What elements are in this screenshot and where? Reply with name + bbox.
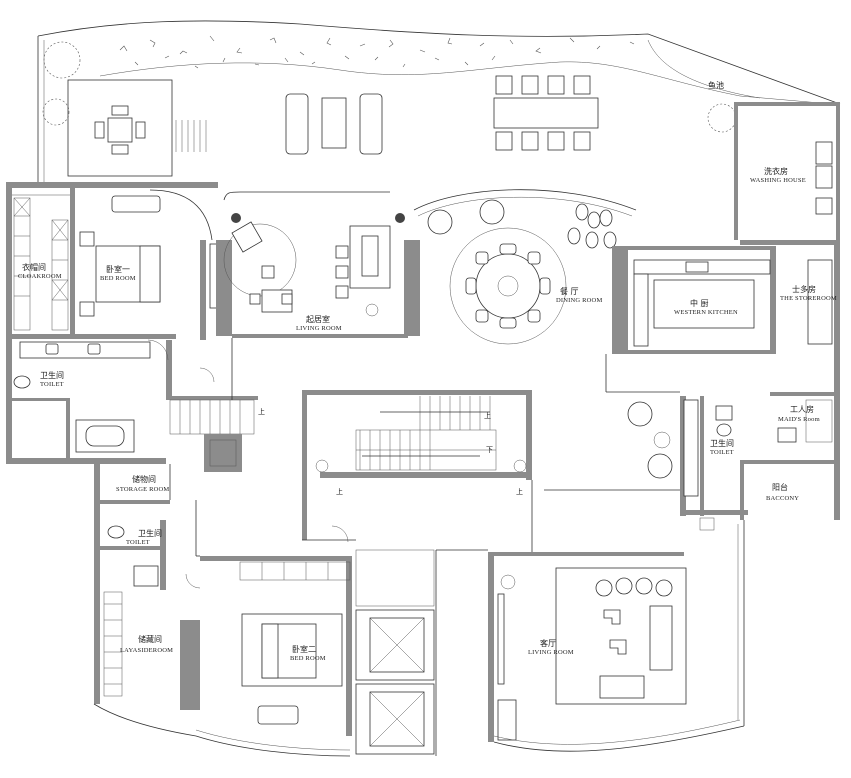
living-lower-cn: 客厅 bbox=[540, 638, 556, 648]
kitchen-en: WESTERN KITCHEN bbox=[674, 309, 738, 316]
storeroom: 士多房 THE STOREROOM bbox=[780, 259, 837, 345]
wardrobe-cells bbox=[13, 197, 69, 331]
layaside-en: LAYASIDEROOM bbox=[120, 647, 173, 654]
exterior-walls bbox=[6, 182, 840, 704]
bedroom2-balcony-edge bbox=[195, 735, 351, 757]
cloakroom-en: CLOAKROOM bbox=[18, 273, 62, 280]
fish-pond-label: 鱼池 bbox=[708, 80, 724, 90]
dining-room: 餐 厅 DINING ROOM bbox=[413, 189, 637, 345]
layaside-cn: 储藏间 bbox=[138, 634, 162, 644]
maids-en: MAID'S Room bbox=[778, 416, 820, 423]
living-room-lower: 客厅 LIVING ROOM bbox=[488, 552, 745, 752]
central-core: 上 下 上 上 上 bbox=[258, 390, 532, 540]
west-balcony-edge bbox=[93, 703, 197, 737]
storage-en: STORAGE ROOM bbox=[116, 486, 169, 493]
living-upper-en: LIVING ROOM bbox=[296, 325, 342, 332]
storage-cn: 储物间 bbox=[132, 474, 156, 484]
dining-en: DINING ROOM bbox=[556, 297, 602, 304]
bedroom2-en: BED ROOM bbox=[290, 655, 326, 662]
storeroom-cn: 士多房 bbox=[792, 284, 816, 294]
outdoor-dining bbox=[493, 75, 599, 151]
main-stair bbox=[355, 396, 497, 471]
stair-up-mark-2: 上 bbox=[336, 487, 343, 496]
living-upper-cn: 起居室 bbox=[306, 314, 330, 324]
washing-house-cn: 洗衣房 bbox=[764, 166, 788, 176]
toilet1-cn: 卫生间 bbox=[40, 370, 64, 380]
dining-chairs-right bbox=[567, 203, 617, 249]
gazebo bbox=[67, 79, 207, 177]
stair-up-mark-4: 上 bbox=[258, 407, 265, 416]
toilet-2: 卫生间 TOILET bbox=[100, 520, 166, 590]
toilet2-cn: 卫生间 bbox=[138, 528, 162, 538]
cloakroom-cn: 衣帽间 bbox=[22, 262, 46, 272]
bedroom1-cn: 卧室一 bbox=[106, 264, 130, 274]
bedroom-1: 衣帽间 CLOAKROOM 卧室一 BED ROOM bbox=[12, 188, 221, 340]
garden-steps bbox=[175, 120, 207, 152]
garden-terrace bbox=[37, 20, 841, 182]
bedroom2-balcony-inner bbox=[195, 729, 351, 751]
elevators bbox=[355, 549, 435, 755]
bedroom1-en: BED ROOM bbox=[100, 275, 136, 282]
service-wing: 卫生间 TOILET 阳台 BACCONY 工人房 MAID'S Room bbox=[627, 392, 836, 531]
washing-house-en: WASHING HOUSE bbox=[750, 177, 806, 184]
stair-up-mark-3: 上 bbox=[516, 487, 523, 496]
balcony-en: BACCONY bbox=[766, 495, 799, 502]
stair-up-mark-1: 上 bbox=[484, 411, 491, 420]
maids-cn: 工人房 bbox=[790, 404, 814, 414]
stair-down-mark: 下 bbox=[486, 446, 493, 454]
secondary-stair bbox=[166, 396, 258, 472]
balcony-cn: 阳台 bbox=[772, 482, 788, 492]
storage-room: 储物间 STORAGE ROOM bbox=[100, 474, 170, 504]
living-lower-en: LIVING ROOM bbox=[528, 649, 574, 656]
garden-plants bbox=[42, 35, 737, 133]
toilet3-cn: 卫生间 bbox=[710, 438, 734, 448]
toilet-1: 卫生间 TOILET bbox=[12, 340, 172, 464]
dining-chairs bbox=[465, 243, 551, 329]
toilet1-en: TOILET bbox=[40, 381, 64, 388]
outdoor-lounge bbox=[285, 93, 383, 155]
bedroom-2: 卧室二 BED ROOM bbox=[200, 556, 352, 736]
kitchen: 中 厨 WESTERN KITCHEN bbox=[612, 246, 776, 354]
kitchen-cn: 中 厨 bbox=[690, 298, 709, 308]
toilet3-en: TOILET bbox=[710, 449, 734, 456]
storeroom-en: THE STOREROOM bbox=[780, 295, 837, 302]
toilet2-en: TOILET bbox=[126, 539, 150, 546]
bedroom2-cn: 卧室二 bbox=[292, 644, 316, 654]
dining-cn: 餐 厅 bbox=[560, 287, 579, 296]
living-room-upper: 起居室 LIVING ROOM bbox=[216, 191, 420, 338]
layaside-room: 储藏间 LAYASIDEROOM bbox=[103, 591, 200, 710]
washing-house: 洗衣房 WASHING HOUSE bbox=[734, 102, 840, 240]
interior-partitions bbox=[147, 338, 680, 756]
